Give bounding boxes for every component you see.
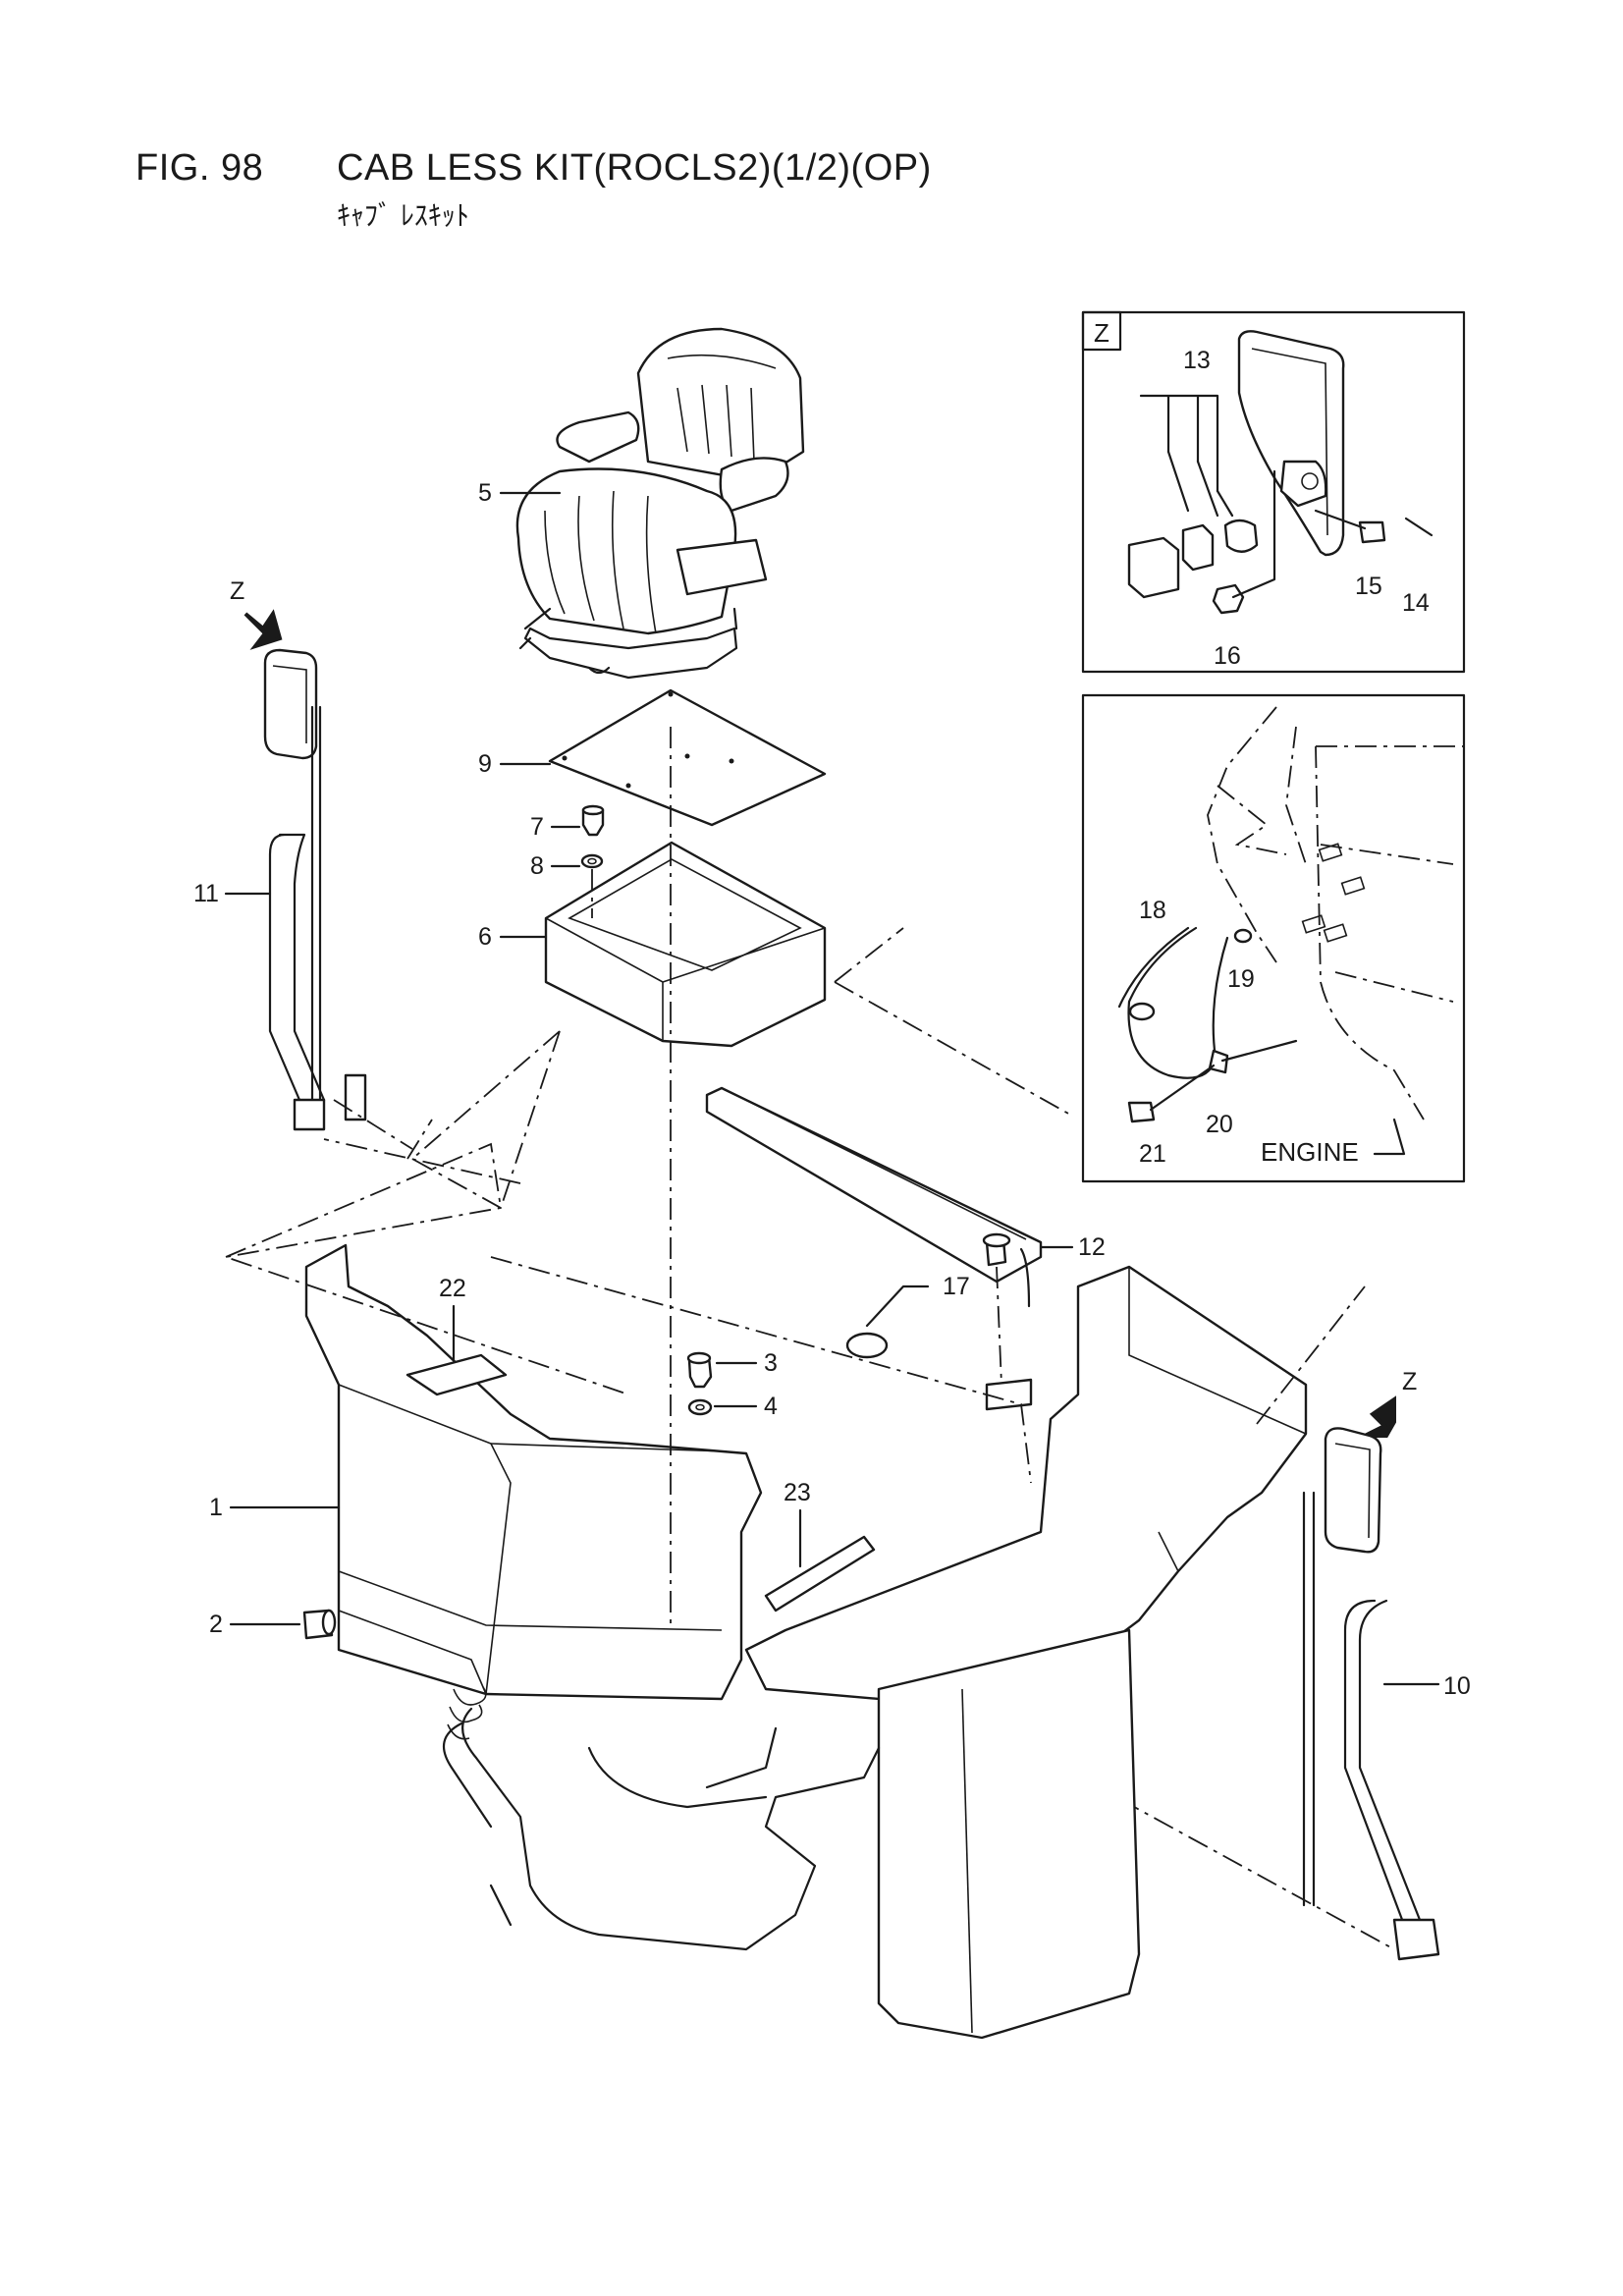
operator-seat: 5 <box>478 327 805 680</box>
callout-4: 4 <box>764 1393 778 1420</box>
callout-7: 7 <box>530 813 544 841</box>
engine-label: ENGINE <box>1261 1137 1359 1167</box>
support-bracket: 12 <box>705 1086 1106 1411</box>
callout-17: 17 <box>943 1273 970 1300</box>
callout-18: 18 <box>1139 897 1166 924</box>
callout-22: 22 <box>439 1275 466 1302</box>
callout-10: 10 <box>1443 1672 1471 1700</box>
console-frame: 22 23 1 2 <box>209 1243 1308 2040</box>
rubber-plug: 17 <box>845 1273 970 1359</box>
callout-6: 6 <box>478 923 492 951</box>
callout-21: 21 <box>1139 1140 1166 1168</box>
seat-plate: 9 <box>478 688 827 827</box>
detail-z-label: Z <box>1094 318 1109 348</box>
callout-23: 23 <box>784 1479 811 1506</box>
callout-5: 5 <box>478 479 492 507</box>
view-arrow-z-right: Z <box>1402 1368 1417 1395</box>
callout-14: 14 <box>1402 589 1430 617</box>
frame-bolts: 3 4 <box>686 1349 778 1420</box>
detail-z-box: Z 13 15 14 16 <box>1081 310 1466 674</box>
callout-13: 13 <box>1183 347 1211 374</box>
left-mirror-assembly: Z 11 <box>193 577 413 1150</box>
callout-16: 16 <box>1214 642 1241 670</box>
right-mirror-assembly: Z 10 <box>981 1368 1471 1961</box>
callout-11: 11 <box>193 880 219 907</box>
callout-15: 15 <box>1355 573 1382 600</box>
view-arrow-z-left: Z <box>230 577 244 605</box>
figure-title: CAB LESS KIT(ROCLS2)(1/2)(OP) <box>337 147 932 189</box>
callout-1: 1 <box>209 1494 223 1521</box>
assembly-lines <box>222 727 1366 1630</box>
callout-12: 12 <box>1078 1233 1106 1261</box>
seat-box: 7 8 6 <box>478 804 827 1048</box>
figure-subtitle: ｷｬﾌﾞ ﾚｽｷｯﾄ <box>337 199 469 232</box>
callout-9: 9 <box>478 750 492 778</box>
callout-2: 2 <box>209 1611 223 1638</box>
callout-19: 19 <box>1227 965 1255 993</box>
callout-3: 3 <box>764 1349 778 1377</box>
callout-20: 20 <box>1206 1111 1233 1138</box>
figure-number: FIG. 98 <box>135 147 264 189</box>
callout-8: 8 <box>530 852 544 880</box>
detail-engine-box: 18 19 20 21 ENGINE <box>1081 693 1466 1183</box>
